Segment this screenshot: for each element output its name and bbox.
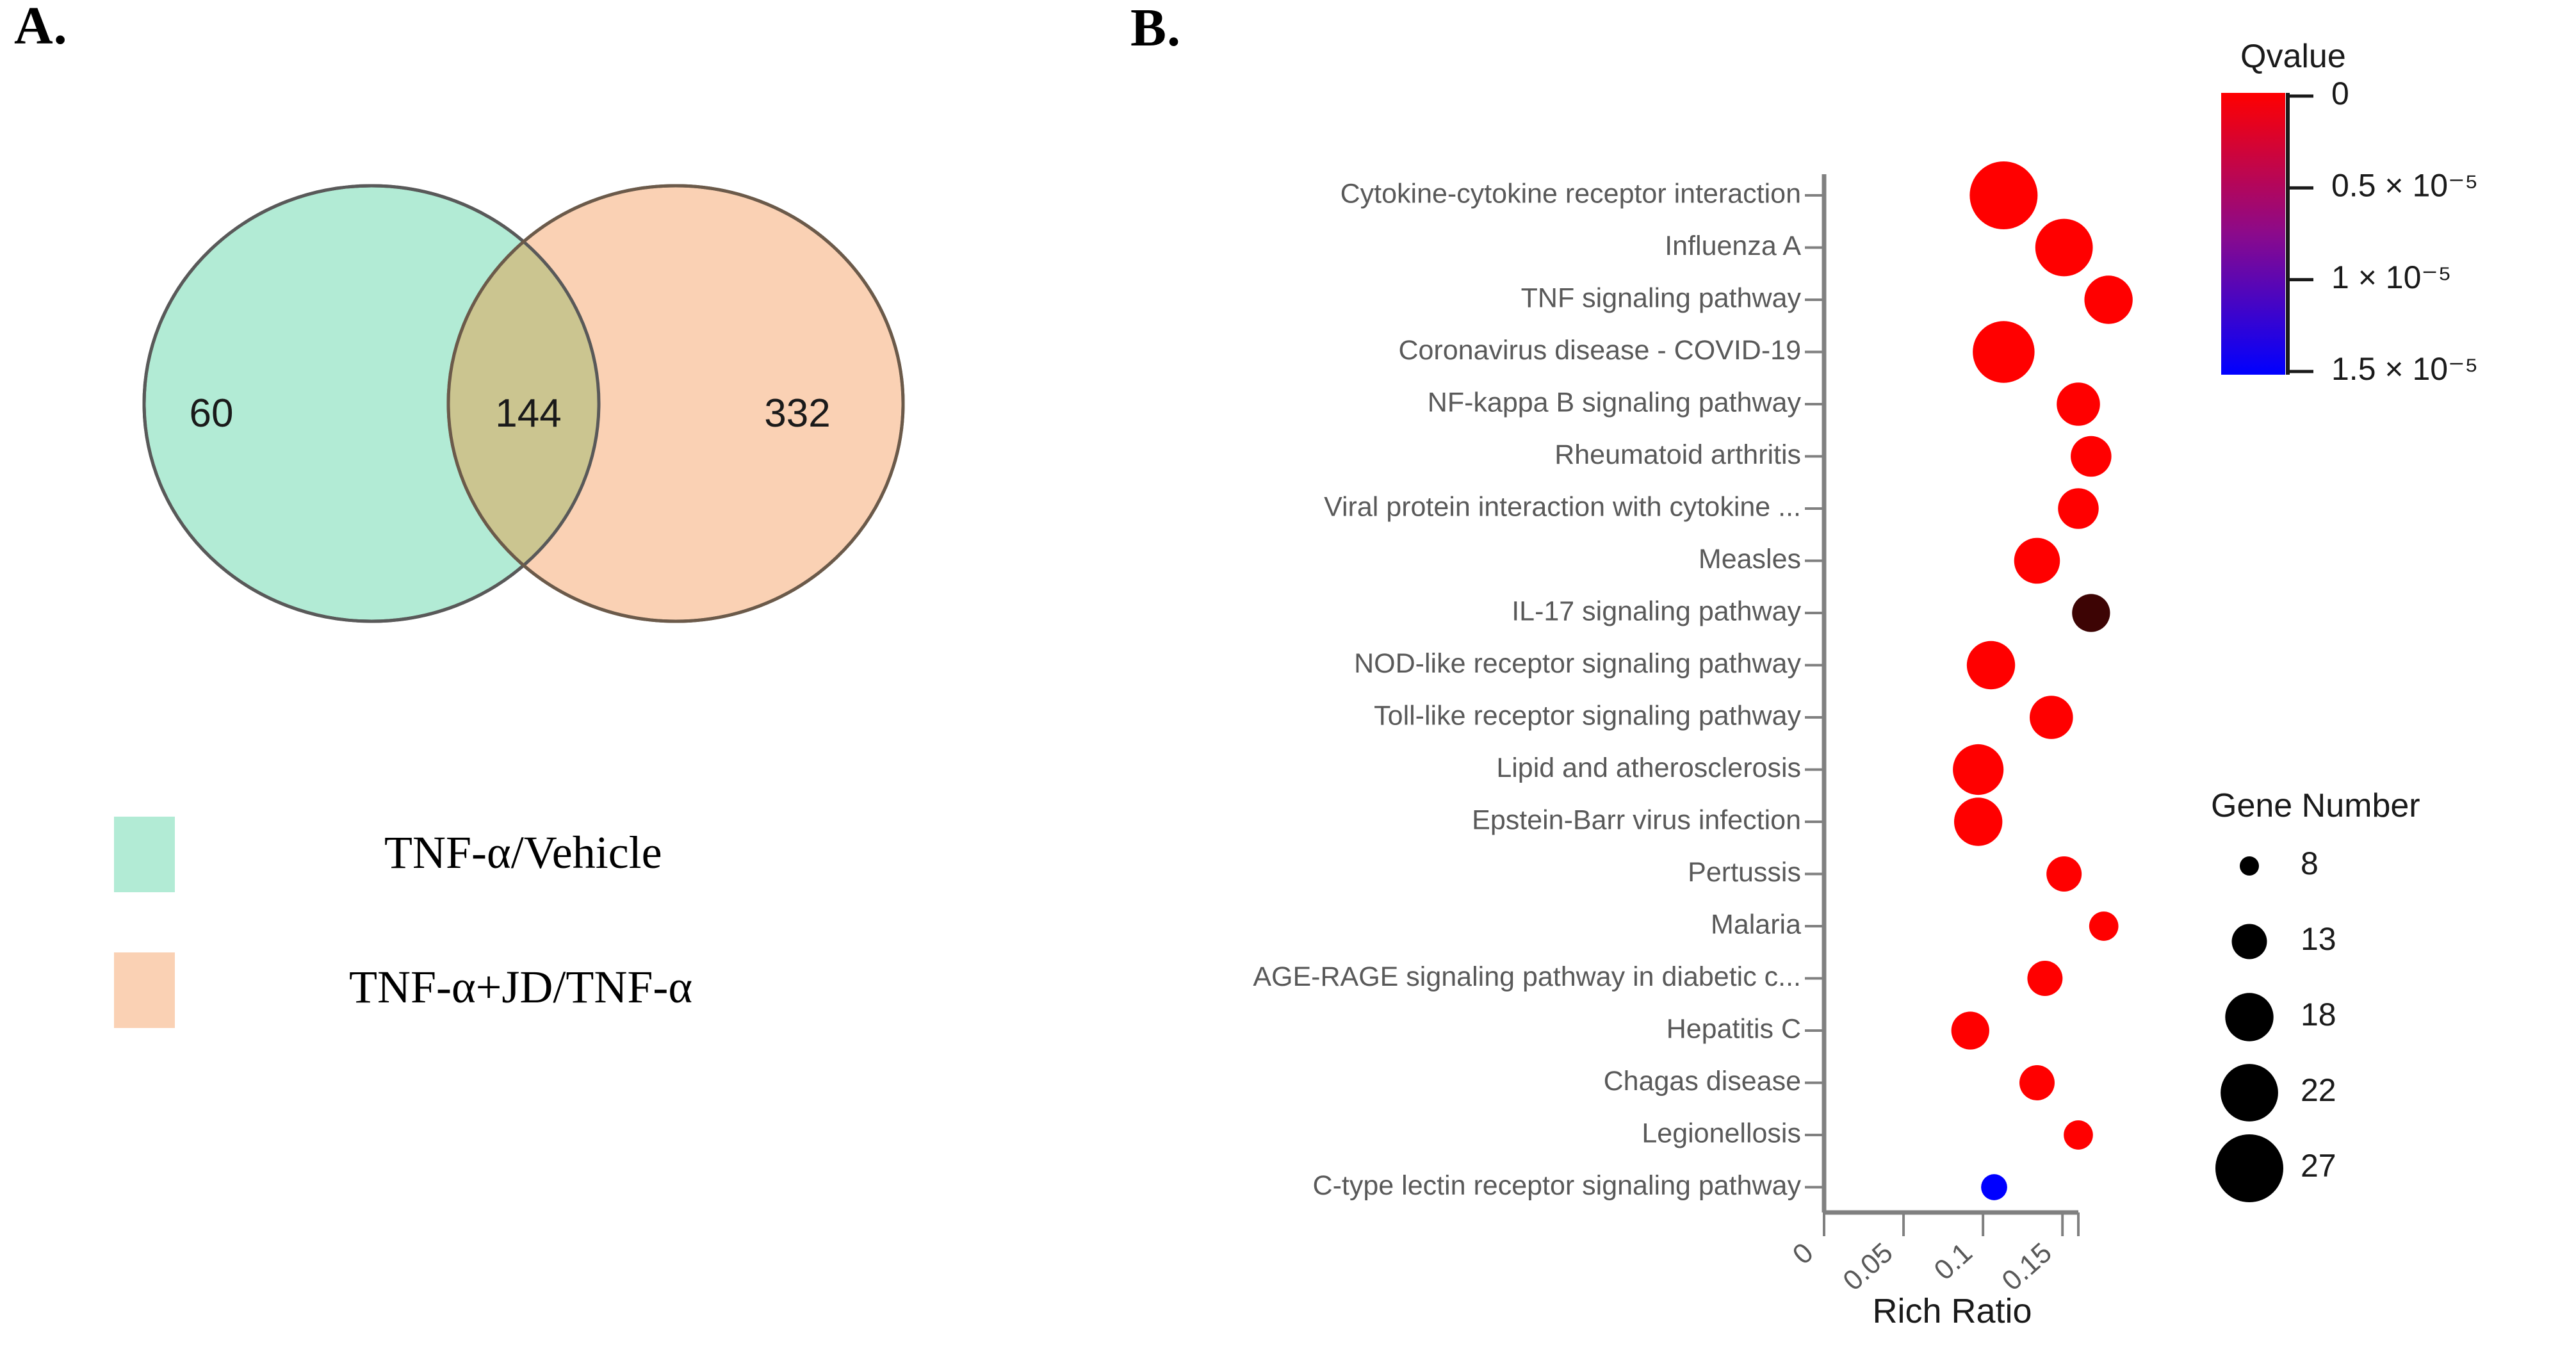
size-legend-title: Gene Number	[2211, 787, 2420, 824]
x-axis-ticks	[1823, 1212, 2080, 1236]
colorbar-tick-label: 1 × 10⁻⁵	[2331, 259, 2452, 295]
data-point[interactable]	[2072, 594, 2110, 632]
panel-a-label: A.	[14, 0, 68, 56]
venn-count-right: 332	[764, 391, 831, 436]
size-legend-labels: 8 13 18 22 27	[2301, 845, 2336, 1184]
category-label: IL-17 signaling pathway	[1512, 596, 1801, 626]
y-axis-ticks	[1805, 194, 1824, 1189]
category-label: Legionellosis	[1642, 1118, 1801, 1148]
x-axis-title: Rich Ratio	[1872, 1292, 2032, 1330]
size-legend-label: 13	[2301, 921, 2336, 957]
venn-overlap-region	[448, 186, 599, 621]
venn-count-intersection: 144	[495, 391, 562, 436]
venn-diagram	[142, 184, 905, 623]
colorbar-tick-label: 0.5 × 10⁻⁵	[2331, 168, 2478, 204]
data-point[interactable]	[1969, 161, 2038, 229]
venn-legend-swatch-vehicle	[114, 817, 175, 892]
qvalue-colorbar-legend: Qvalue 0 0.5 × 10⁻⁵ 1 × 10⁻⁵ 1.5 × 10⁻⁵	[2221, 38, 2478, 387]
data-point[interactable]	[1981, 1174, 2007, 1200]
data-point[interactable]	[1953, 744, 2004, 796]
venn-legend-label-vehicle: TNF-α/Vehicle	[384, 827, 662, 878]
colorbar-tick-label: 0	[2331, 76, 2349, 111]
data-point[interactable]	[1966, 641, 2016, 690]
size-legend-label: 18	[2301, 997, 2336, 1032]
size-legend-dot	[2215, 1134, 2283, 1202]
category-label: Pertussis	[1688, 857, 1801, 888]
category-axis-labels: Cytokine-cytokine receptor interactionIn…	[1253, 178, 1801, 1201]
venn-circle-right-outline	[446, 184, 905, 623]
size-legend-dot	[2231, 924, 2267, 959]
data-point[interactable]	[2019, 1065, 2055, 1100]
colorbar-title: Qvalue	[2240, 38, 2346, 75]
data-point[interactable]	[2084, 275, 2133, 324]
data-point[interactable]	[2071, 436, 2112, 477]
size-legend-dot	[2225, 993, 2274, 1041]
colorbar-labels: 0 0.5 × 10⁻⁵ 1 × 10⁻⁵ 1.5 × 10⁻⁵	[2331, 76, 2478, 387]
category-label: Lipid and atherosclerosis	[1496, 753, 1801, 783]
data-point[interactable]	[2089, 911, 2119, 941]
venn-count-left: 60	[189, 391, 234, 436]
category-label: Viral protein interaction with cytokine …	[1324, 491, 1801, 522]
data-point[interactable]	[2046, 856, 2082, 892]
category-label: C-type lectin receptor signaling pathway	[1313, 1170, 1802, 1201]
data-point[interactable]	[1951, 1011, 1989, 1050]
venn-legend-label-jd: TNF-α+JD/TNF-α	[349, 961, 693, 1013]
data-point[interactable]	[2030, 696, 2073, 739]
size-legend-label: 27	[2301, 1148, 2336, 1184]
category-label: NF-kappa B signaling pathway	[1428, 387, 1802, 418]
colorbar-gradient	[2221, 93, 2285, 375]
data-point[interactable]	[2014, 537, 2060, 584]
category-label: Influenza A	[1665, 231, 1801, 261]
size-legend-dot	[2221, 1064, 2278, 1122]
category-label: Malaria	[1711, 909, 1801, 940]
size-legend-markers	[2215, 856, 2283, 1202]
venn-panel: 60 144 332 TNF-α/Vehicle TNF-α+JD/TNF-α	[0, 0, 1089, 1363]
data-point[interactable]	[2035, 218, 2093, 277]
data-point[interactable]	[2057, 382, 2100, 426]
x-tick-label: 0	[1787, 1237, 1820, 1271]
x-tick-label: 0.15	[1996, 1237, 2057, 1297]
colorbar-tick-label: 1.5 × 10⁻⁵	[2331, 351, 2478, 387]
x-tick-label: 0.05	[1837, 1237, 1898, 1297]
category-label: Epstein-Barr virus infection	[1472, 804, 1801, 835]
venn-legend-swatch-jd	[114, 952, 175, 1028]
category-label: TNF signaling pathway	[1521, 282, 1802, 313]
size-legend-label: 8	[2301, 845, 2319, 881]
kegg-dotplot: Cytokine-cytokine receptor interactionIn…	[1253, 38, 2478, 1330]
data-point[interactable]	[2064, 1120, 2093, 1150]
category-label: Rheumatoid arthritis	[1554, 439, 1801, 470]
x-axis-tick-labels: 0 0.05 0.1 0.15	[1787, 1237, 2058, 1297]
category-label: Chagas disease	[1604, 1066, 1801, 1097]
data-point[interactable]	[2058, 488, 2099, 529]
size-legend-dot	[2240, 856, 2259, 876]
category-label: Hepatitis C	[1667, 1013, 1801, 1044]
size-legend-label: 22	[2301, 1072, 2336, 1108]
data-point[interactable]	[1953, 797, 2003, 846]
category-label: Measles	[1699, 544, 1801, 575]
data-point-group	[1951, 161, 2133, 1200]
x-tick-label: 0.1	[1928, 1237, 1978, 1286]
data-point[interactable]	[1973, 321, 2035, 383]
venn-circle-left-outline	[142, 184, 601, 623]
category-label: Toll-like receptor signaling pathway	[1374, 700, 1801, 731]
data-point[interactable]	[2027, 961, 2063, 996]
category-label: Coronavirus disease - COVID-19	[1398, 335, 1801, 366]
category-label: Cytokine-cytokine receptor interaction	[1341, 178, 1801, 209]
gene-number-size-legend: Gene Number 8 13 18 22 27	[2211, 787, 2420, 1202]
panel-b-label: B.	[1130, 0, 1182, 58]
colorbar-ticks	[2288, 94, 2313, 373]
category-label: AGE-RAGE signaling pathway in diabetic c…	[1253, 961, 1801, 992]
category-label: NOD-like receptor signaling pathway	[1354, 648, 1801, 679]
